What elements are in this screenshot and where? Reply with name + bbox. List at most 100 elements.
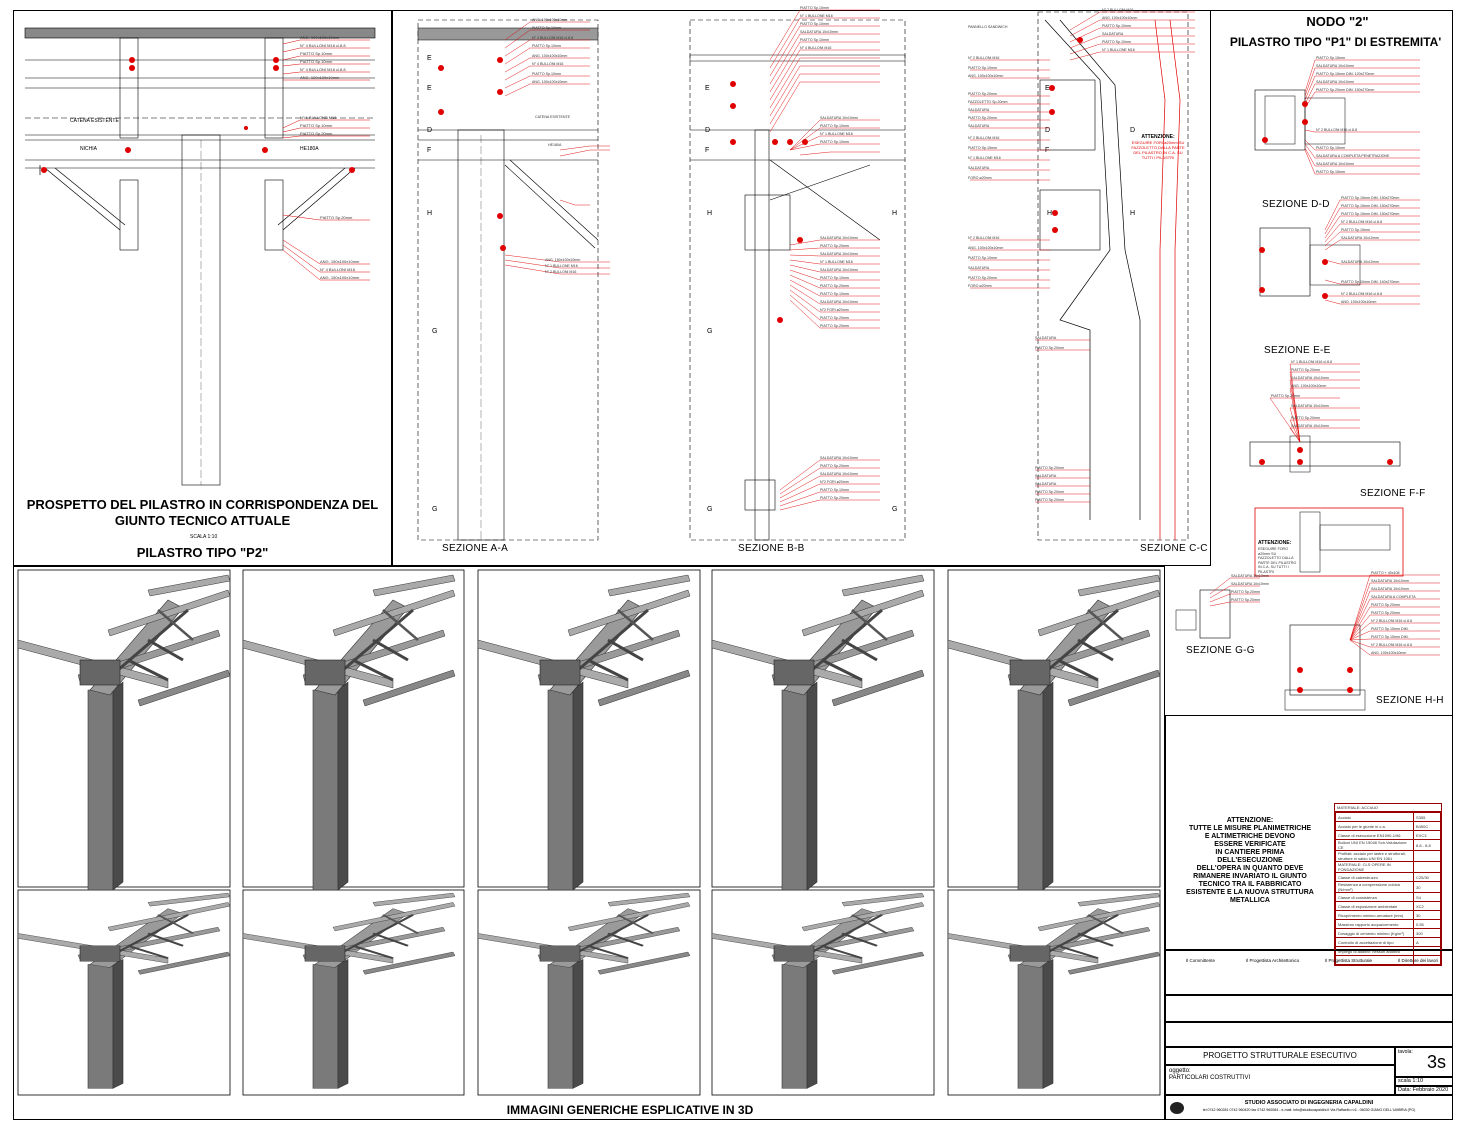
attention-main: ATTENZIONE: TUTTE LE MISURE PLANIMETRICH… xyxy=(1180,817,1320,905)
svg-text:PIATTO Sp.10mm: PIATTO Sp.10mm xyxy=(820,140,849,144)
svg-text:PIATTO Sp.20mm: PIATTO Sp.20mm xyxy=(1291,416,1320,420)
materials-cell-property: Controllo di accettazione di tipo xyxy=(1335,937,1414,947)
materials-cell-property: Classe di consistenza xyxy=(1335,892,1414,902)
svg-text:SALDATURA 10x10mm: SALDATURA 10x10mm xyxy=(1291,424,1329,428)
images-3d-title: IMMAGINI GENERICHE ESPLICATIVE IN 3D xyxy=(506,1103,754,1117)
attention-main-line-6: DELL'OPERA IN QUANTO DEVE xyxy=(1196,865,1304,872)
svg-text:H: H xyxy=(1130,210,1135,217)
section-ff-label: SEZIONE F-F xyxy=(1360,488,1426,499)
svg-text:H: H xyxy=(427,210,432,217)
svg-text:D: D xyxy=(1130,127,1135,134)
attention-main-line-4: IN CANTIERE PRIMA xyxy=(1215,849,1285,856)
svg-text:N° 2 BULLONI M16: N° 2 BULLONI M16 xyxy=(968,236,999,240)
svg-text:F: F xyxy=(427,147,431,154)
node-subtitle: PILASTRO TIPO "P1" DI ESTREMITA' xyxy=(1229,35,1442,49)
svg-text:ANG. 100x100x10mm: ANG. 100x100x10mm xyxy=(532,80,567,84)
svg-text:N° 1 BULLONE M16: N° 1 BULLONE M16 xyxy=(968,156,1001,160)
studio-cell: STUDIO ASSOCIATO DI INGEGNERIA CAPALDINI… xyxy=(1165,1095,1453,1120)
section-hh-label: SEZIONE H-H xyxy=(1376,695,1444,706)
materials-cell-property: Bulloni UNI EN 15048 Sch.Valutazione CE xyxy=(1335,839,1414,851)
svg-text:PIATTO Sp.20mm: PIATTO Sp.20mm xyxy=(1035,466,1064,470)
svg-text:PIATTO Sp.15mm DIM. 150x270mm: PIATTO Sp.15mm DIM. 150x270mm xyxy=(1341,196,1399,200)
svg-text:PIATTO Sp.10mm: PIATTO Sp.10mm xyxy=(800,6,829,10)
svg-text:PIATTO Sp.20mm: PIATTO Sp.20mm xyxy=(300,131,333,136)
svg-text:PIATTO Sp.20mm: PIATTO Sp.20mm xyxy=(968,276,997,280)
svg-text:PIATTO Sp.10mm: PIATTO Sp.10mm xyxy=(968,66,997,70)
materials-cell-value: S4 xyxy=(1413,892,1441,902)
svg-text:N° 1 BULLONE M16: N° 1 BULLONE M16 xyxy=(545,264,578,268)
svg-text:E: E xyxy=(427,55,432,62)
materials-cell-value: 30 xyxy=(1413,910,1441,920)
svg-text:SALDATURA 10x10mm: SALDATURA 10x10mm xyxy=(820,300,858,304)
svg-text:PIATTO Sp.10mm DIM. 140x270mm: PIATTO Sp.10mm DIM. 140x270mm xyxy=(1341,280,1399,284)
blank-row-1 xyxy=(1165,995,1453,1022)
project-title: PROGETTO STRUTTURALE ESECUTIVO xyxy=(1203,1051,1357,1060)
svg-text:E: E xyxy=(705,85,710,92)
materials-cell-property: Acciaio per le giunte in c.a. xyxy=(1335,821,1414,831)
svg-text:PIATTO Sp.10mm: PIATTO Sp.10mm xyxy=(532,72,561,76)
svg-text:ANG. 100x100x10mm: ANG. 100x100x10mm xyxy=(300,75,340,80)
object-value: PARTICOLARI COSTRUTTIVI xyxy=(1169,1075,1251,1081)
svg-text:H: H xyxy=(892,210,897,217)
left-panel-subtitle: PILASTRO TIPO "P2" xyxy=(136,545,269,560)
materials-title: MATERIALE: ACCIAIO xyxy=(1335,804,1441,812)
svg-text:PIATTO Sp.20mm: PIATTO Sp.20mm xyxy=(820,284,849,288)
attention-ff-text: ESEGUIRE FORO ø20mm SU FAZZOLETTO DALLA … xyxy=(1258,547,1297,574)
svg-text:D: D xyxy=(427,127,432,134)
svg-text:ANG. 100x100x10mm: ANG. 100x100x10mm xyxy=(1291,384,1326,388)
svg-text:PANNELLO SANDWICH: PANNELLO SANDWICH xyxy=(968,25,1008,29)
date-value: Data: Febbraio 2020 xyxy=(1398,1087,1449,1093)
svg-text:H: H xyxy=(1047,210,1052,217)
attention-ff-title: ATTENZIONE: xyxy=(1258,540,1292,546)
svg-text:PIATTO Sp.10mm: PIATTO Sp.10mm xyxy=(532,44,561,48)
tavola-value: 3s xyxy=(1426,1052,1446,1072)
svg-text:ANG. 100x100x10mm: ANG. 100x100x10mm xyxy=(532,54,567,58)
svg-text:SALDATURA 10x10mm: SALDATURA 10x10mm xyxy=(820,472,858,476)
label-he180a: HE180A xyxy=(300,146,319,152)
svg-text:N° 1 BULLONE M16: N° 1 BULLONE M16 xyxy=(300,115,337,120)
svg-text:PIATTO Sp.15mm: PIATTO Sp.15mm xyxy=(1316,56,1345,60)
svg-text:G: G xyxy=(432,328,437,335)
svg-text:PIATTO Sp.20mm: PIATTO Sp.20mm xyxy=(820,464,849,468)
left-panel-scale: SCALA 1:10 xyxy=(190,534,218,540)
svg-text:N° 2 BULLONI M16 cl.8.8: N° 2 BULLONI M16 cl.8.8 xyxy=(1341,220,1382,224)
materials-row: Acciaio per le giunte in c.a.B450C xyxy=(1335,821,1441,831)
attention-main-title: ATTENZIONE: xyxy=(1226,817,1274,824)
svg-text:PIATTO Sp.20mm: PIATTO Sp.20mm xyxy=(1371,603,1400,607)
date-cell: Data: Febbraio 2020 xyxy=(1395,1086,1453,1095)
svg-text:N° 4 BULLONI M16 cl.8.8: N° 4 BULLONI M16 cl.8.8 xyxy=(300,43,346,48)
svg-text:SALDATURA 10x10mm: SALDATURA 10x10mm xyxy=(1371,587,1409,591)
attention-main-line-1: TUTTE LE MISURE PLANIMETRICHE xyxy=(1188,825,1312,832)
signature-direttore: Il Direttore dei lavori xyxy=(1398,958,1439,963)
signature-architettonico: Il Progettista Architettonico xyxy=(1246,958,1300,963)
section-ee-label: SEZIONE E-E xyxy=(1264,345,1331,356)
svg-text:N° 2 BULLONI M16: N° 2 BULLONI M16 xyxy=(968,56,999,60)
svg-text:PIATTO Sp.10mm: PIATTO Sp.10mm xyxy=(300,59,333,64)
materials-cell-property: Classe di calcestruzzo xyxy=(1335,872,1414,882)
sections-panel-frame xyxy=(392,10,1211,566)
svg-text:PIATTO Sp.20mm: PIATTO Sp.20mm xyxy=(1035,498,1064,502)
materials-cell-property: Ricoprimento minimo armature (mm) xyxy=(1335,910,1414,920)
svg-text:ANG. 150x100x10mm: ANG. 150x100x10mm xyxy=(320,259,360,264)
svg-text:PIATTO Sp.10mm: PIATTO Sp.10mm xyxy=(800,38,829,42)
svg-text:SALDATURA: SALDATURA xyxy=(1102,32,1124,36)
svg-text:N° 2 BULLONI M16 cl.8.8: N° 2 BULLONI M16 cl.8.8 xyxy=(1371,643,1412,647)
svg-text:PIATTO Sp.10mm: PIATTO Sp.10mm xyxy=(820,276,849,280)
svg-text:PIATTO Sp.15mm: PIATTO Sp.15mm xyxy=(1316,146,1345,150)
attention-cc-text: ESEGUIRE FORI ø20mm SU FAZZOLETTO DALLA … xyxy=(1131,140,1185,160)
materials-cell-property: MATERIALE: CLS OPERE IN FONDAZIONE xyxy=(1335,861,1414,873)
signatures-frame xyxy=(1165,950,1453,995)
materials-row: MATERIALE: CLS OPERE IN FONDAZIONE xyxy=(1335,861,1441,873)
svg-text:PIATTO Sp.15mm DIM. 120x270mm: PIATTO Sp.15mm DIM. 120x270mm xyxy=(1316,72,1374,76)
svg-text:SALDATURA 10x10mm: SALDATURA 10x10mm xyxy=(1316,80,1354,84)
svg-text:N° 2 BULLONI M16 cl.8.8: N° 2 BULLONI M16 cl.8.8 xyxy=(1316,128,1357,132)
svg-text:N° 1 BULLONE M16: N° 1 BULLONE M16 xyxy=(800,14,833,18)
svg-text:PIATTO Sp.20mm: PIATTO Sp.20mm xyxy=(320,215,353,220)
